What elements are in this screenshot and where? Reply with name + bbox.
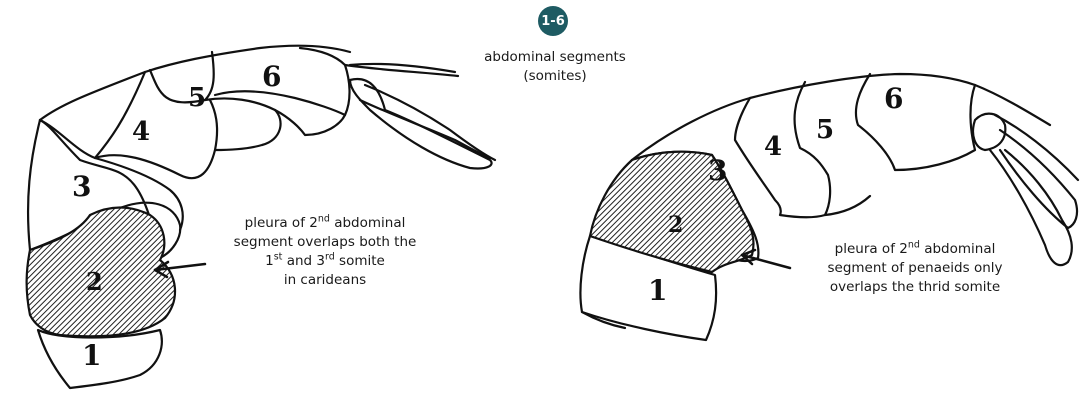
caridean-caption-line-3: 1st and 3rd somite bbox=[205, 252, 445, 271]
top-caption-line-2: (somites) bbox=[470, 67, 640, 86]
segments-badge-label: 1-6 bbox=[541, 14, 565, 29]
caridean-label-4: 4 bbox=[132, 117, 150, 147]
caridean-caption-line-4: in carideans bbox=[205, 271, 445, 290]
penaeid-caption-line-2: segment of penaeids only bbox=[790, 259, 1040, 278]
penaeid-telson bbox=[973, 85, 1050, 150]
caridean-segment-5 bbox=[150, 70, 281, 150]
penaeid-caption-line-1: pleura of 2nd abdominal bbox=[790, 240, 1040, 259]
penaeid-label-4: 4 bbox=[764, 132, 782, 162]
penaeid-caption: pleura of 2nd abdominal segment of penae… bbox=[790, 240, 1040, 297]
penaeid-label-6: 6 bbox=[884, 82, 903, 115]
caridean-label-3: 3 bbox=[72, 170, 91, 203]
penaeid-segment-5 bbox=[795, 82, 870, 215]
penaeid-label-1: 1 bbox=[648, 274, 667, 307]
caridean-telson bbox=[345, 64, 458, 76]
caridean-label-5: 5 bbox=[188, 83, 206, 113]
caridean-uropod bbox=[350, 79, 492, 168]
caridean-label-1: 1 bbox=[82, 339, 101, 372]
penaeid-caption-line-3: overlaps the thrid somite bbox=[790, 278, 1040, 297]
caridean-caption-line-2: segment overlaps both the bbox=[205, 233, 445, 252]
caridean-caption: pleura of 2nd abdominal segment overlaps… bbox=[205, 214, 445, 290]
penaeid-label-3: 3 bbox=[708, 154, 727, 187]
top-caption-line-1: abdominal segments bbox=[470, 48, 640, 67]
penaeid-segment-6 bbox=[856, 74, 975, 170]
penaeid-label-5: 5 bbox=[816, 115, 834, 145]
segments-badge: 1-6 bbox=[538, 6, 568, 36]
caridean-label-2: 2 bbox=[86, 267, 103, 296]
penaeid-label-2: 2 bbox=[668, 212, 683, 238]
caridean-label-6: 6 bbox=[262, 60, 281, 93]
top-caption: abdominal segments (somites) bbox=[470, 48, 640, 86]
caridean-caption-line-1: pleura of 2nd abdominal bbox=[205, 214, 445, 233]
